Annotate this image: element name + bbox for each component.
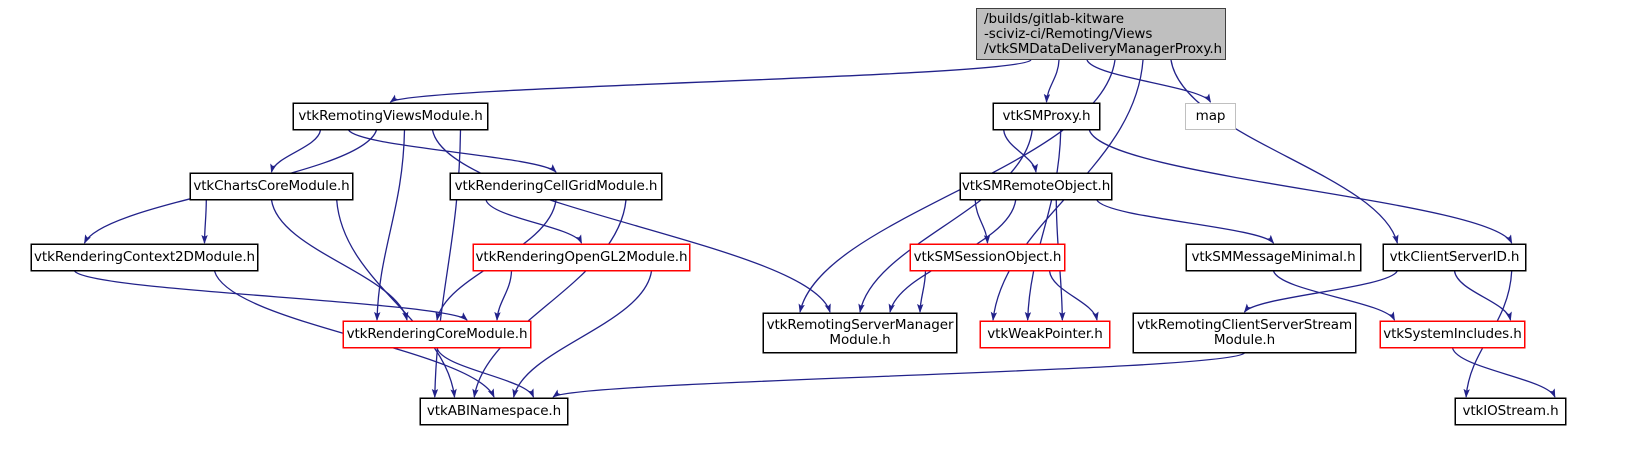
graph-node-smremoteobject[interactable]: vtkSMRemoteObject.h [960,173,1112,200]
graph-edge-smsessionobject-to-servermanager [917,270,927,313]
graph-edge-chartscore-to-context2d [201,199,208,244]
graph-edge-opengl2-to-abinamespace [512,270,653,398]
graph-edge-smsessionobject-to-weakpointer [1048,270,1099,321]
graph-edge-clientserverid-to-systemincludes [1453,270,1512,321]
graph-node-remotingviews[interactable]: vtkRemotingViewsModule.h [293,103,488,130]
graph-edge-remotingviews-to-abinamespace [431,129,462,398]
graph-node-smsessionobject[interactable]: vtkSMSessionObject.h [910,244,1065,271]
graph-edge-clientserverid-to-clientserverstream [1243,270,1398,313]
graph-edge-remotingviews-to-cellgrid [347,129,557,173]
graph-edge-root-to-clientserverid [1170,59,1399,244]
graph-edge-cellgrid-to-abinamespace [472,199,627,398]
graph-node-smproxy[interactable]: vtkSMProxy.h [993,103,1100,130]
graph-edge-chartscore-to-abinamespace [336,199,457,398]
graph-node-systemincludes[interactable]: vtkSystemIncludes.h [1380,321,1525,348]
graph-node-clientserverstream[interactable]: vtkRemotingClientServerStream Module.h [1133,313,1356,353]
graph-node-context2d[interactable]: vtkRenderingContext2DModule.h [31,244,258,271]
graph-node-chartscore[interactable]: vtkChartsCoreModule.h [190,173,353,200]
graph-node-weakpointer[interactable]: vtkWeakPointer.h [980,321,1110,348]
graph-node-servermanager[interactable]: vtkRemotingServerManager Module.h [763,313,957,353]
graph-node-renderingcore[interactable]: vtkRenderingCoreModule.h [343,321,531,348]
graph-edge-systemincludes-to-iostream [1451,347,1556,398]
graph-edge-root-to-remotingviews [389,59,1032,103]
graph-edge-smproxy-to-smremoteobject [1003,129,1038,173]
graph-edge-smremoteobject-to-smmessagemin [1096,199,1275,244]
graph-node-opengl2[interactable]: vtkRenderingOpenGL2Module.h [473,244,690,271]
graph-node-abinamespace[interactable]: vtkABINamespace.h [420,398,568,425]
graph-node-cellgrid[interactable]: vtkRenderingCellGridModule.h [450,173,662,200]
graph-edge-renderingcore-to-abinamespace [436,347,535,398]
graph-node-iostream[interactable]: vtkIOStream.h [1455,398,1566,425]
graph-edge-smproxy-to-weakpointer [1024,129,1062,321]
graph-edge-remotingviews-to-renderingcore [374,129,406,321]
graph-edge-remotingviews-to-servermanager [431,129,831,313]
graph-edge-cellgrid-to-opengl2 [485,199,583,244]
graph-edge-chartscore-to-renderingcore [270,199,409,321]
graph-node-clientserverid[interactable]: vtkClientServerID.h [1383,244,1526,271]
graph-edge-root-to-map [1086,59,1212,103]
graph-node-map[interactable]: map [1185,103,1236,130]
graph-edge-smproxy-to-clientserverid [1088,129,1513,244]
graph-node-smmessagemin[interactable]: vtkSMMessageMinimal.h [1186,244,1361,271]
graph-edge-clientserverstream-to-abinamespace [552,352,1245,398]
graph-edge-root-to-smproxy [1043,59,1060,103]
graph-node-root[interactable]: /builds/gitlab-kitware -sciviz-ci/Remoti… [976,8,1226,60]
graph-edge-smproxy-to-servermanager [858,129,1033,313]
graph-edge-smremoteobject-to-smsessionobject [974,199,991,244]
graph-edge-remotingviews-to-chartscore [270,129,322,173]
graph-edge-context2d-to-renderingcore [73,270,468,321]
graph-edge-opengl2-to-renderingcore [494,270,513,321]
